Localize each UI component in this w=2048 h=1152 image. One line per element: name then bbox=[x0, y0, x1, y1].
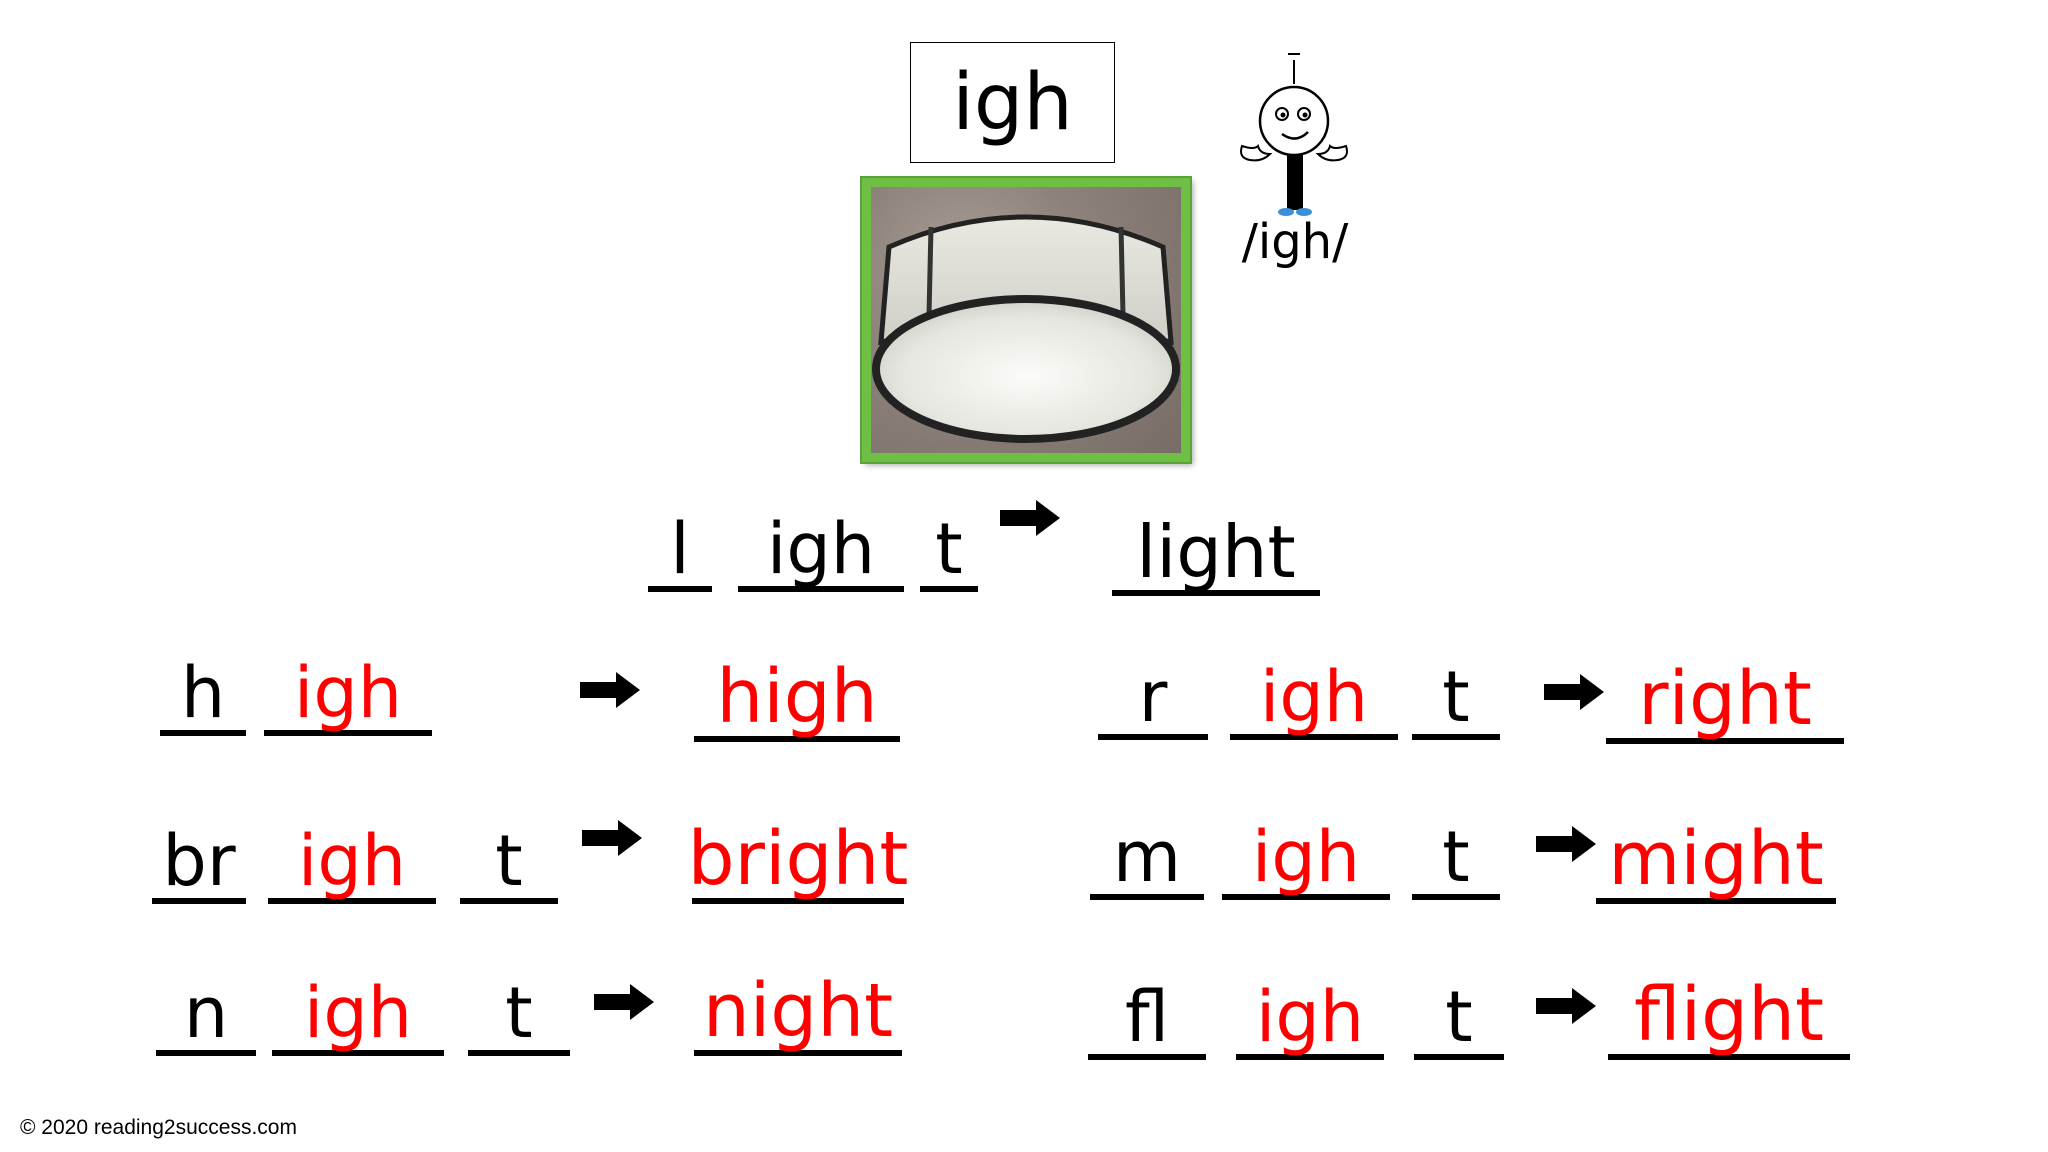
row-flight-word: flight bbox=[1608, 970, 1850, 1060]
row-right-part-onset: r bbox=[1098, 656, 1208, 740]
row-night-part-onset: n bbox=[156, 972, 256, 1056]
arrow-icon bbox=[1536, 988, 1596, 1024]
phonogram-text: igh bbox=[952, 57, 1073, 148]
row-might-part-coda: t bbox=[1412, 816, 1500, 900]
row-might-part-vowel: igh bbox=[1222, 816, 1390, 900]
row-high-word: high bbox=[694, 654, 900, 742]
row-bright-part-vowel: igh bbox=[268, 820, 436, 904]
row-right-part-vowel: igh bbox=[1230, 656, 1398, 740]
ceiling-light-image bbox=[872, 214, 1180, 443]
ceiling-light-photo bbox=[862, 178, 1190, 462]
row-night-word: night bbox=[694, 968, 902, 1056]
row-flight-part-vowel: igh bbox=[1236, 976, 1384, 1060]
copyright-footer: © 2020 reading2success.com bbox=[20, 1116, 297, 1139]
row-right-word: right bbox=[1606, 656, 1844, 744]
arrow-icon bbox=[580, 672, 640, 708]
row-high-part-onset: h bbox=[160, 652, 246, 736]
arrow-icon bbox=[1544, 674, 1604, 710]
row-high-part-vowel: igh bbox=[264, 652, 432, 736]
row-flight-part-coda: t bbox=[1414, 976, 1504, 1060]
row-might-part-onset: m bbox=[1090, 816, 1204, 900]
row-right-part-coda: t bbox=[1412, 656, 1500, 740]
row-might-word: might bbox=[1596, 814, 1836, 904]
mascot-caption: /igh/ bbox=[1241, 214, 1349, 270]
example-part-onset: l bbox=[648, 508, 712, 592]
row-night-part-vowel: igh bbox=[272, 972, 444, 1056]
row-bright-part-onset: br bbox=[152, 820, 246, 904]
arrow-icon bbox=[582, 820, 642, 856]
row-bright-part-coda: t bbox=[460, 820, 558, 904]
phonogram-card: igh bbox=[910, 42, 1115, 163]
mascot-icon bbox=[1240, 53, 1348, 216]
row-flight-part-onset: fl bbox=[1088, 976, 1206, 1060]
example-part-coda: t bbox=[920, 508, 978, 592]
arrow-icon bbox=[1000, 500, 1060, 536]
row-bright-word: bright bbox=[687, 816, 909, 904]
arrow-icon bbox=[594, 984, 654, 1020]
row-night-part-coda: t bbox=[468, 972, 570, 1056]
arrow-icon bbox=[1536, 826, 1596, 862]
example-part-vowel: igh bbox=[738, 508, 904, 592]
example-word: light bbox=[1112, 510, 1320, 596]
